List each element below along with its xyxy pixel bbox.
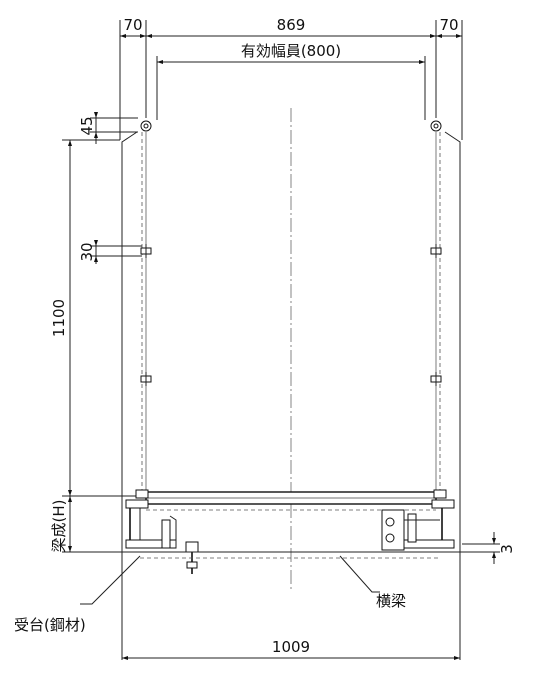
label-support: 受台(鋼材) [14,616,86,634]
dim-span: 869 [277,16,306,34]
dim-right-margin: 70 [439,16,458,34]
dim-height: 1100 [50,299,68,337]
hanger-fittings [140,120,442,386]
dim-offset: 3 [498,544,516,554]
dim-effective-width: 有効幅員(800) [241,42,341,60]
dim-beam-depth: 梁成(H) [50,500,68,553]
offset-dimension: 3 [462,532,516,564]
lower-bracket [125,499,455,574]
outer-frame [121,131,461,548]
top-dimension: 70 869 70 [119,16,463,140]
bottom-dimension: 1009 [122,638,460,660]
dim-mid-spacing: 30 [78,242,96,261]
leaders: 横梁 受台(鋼材) [14,555,406,634]
label-cross-beam: 横梁 [376,592,406,610]
dim-left-margin: 70 [123,16,142,34]
dim-top-spacing: 45 [78,116,96,135]
dim-total-width: 1009 [272,638,310,656]
effective-width-dimension: 有効幅員(800) [156,42,426,120]
left-dimensions: 45 30 1100 梁成(H) [50,112,142,553]
base-lines [120,548,462,660]
